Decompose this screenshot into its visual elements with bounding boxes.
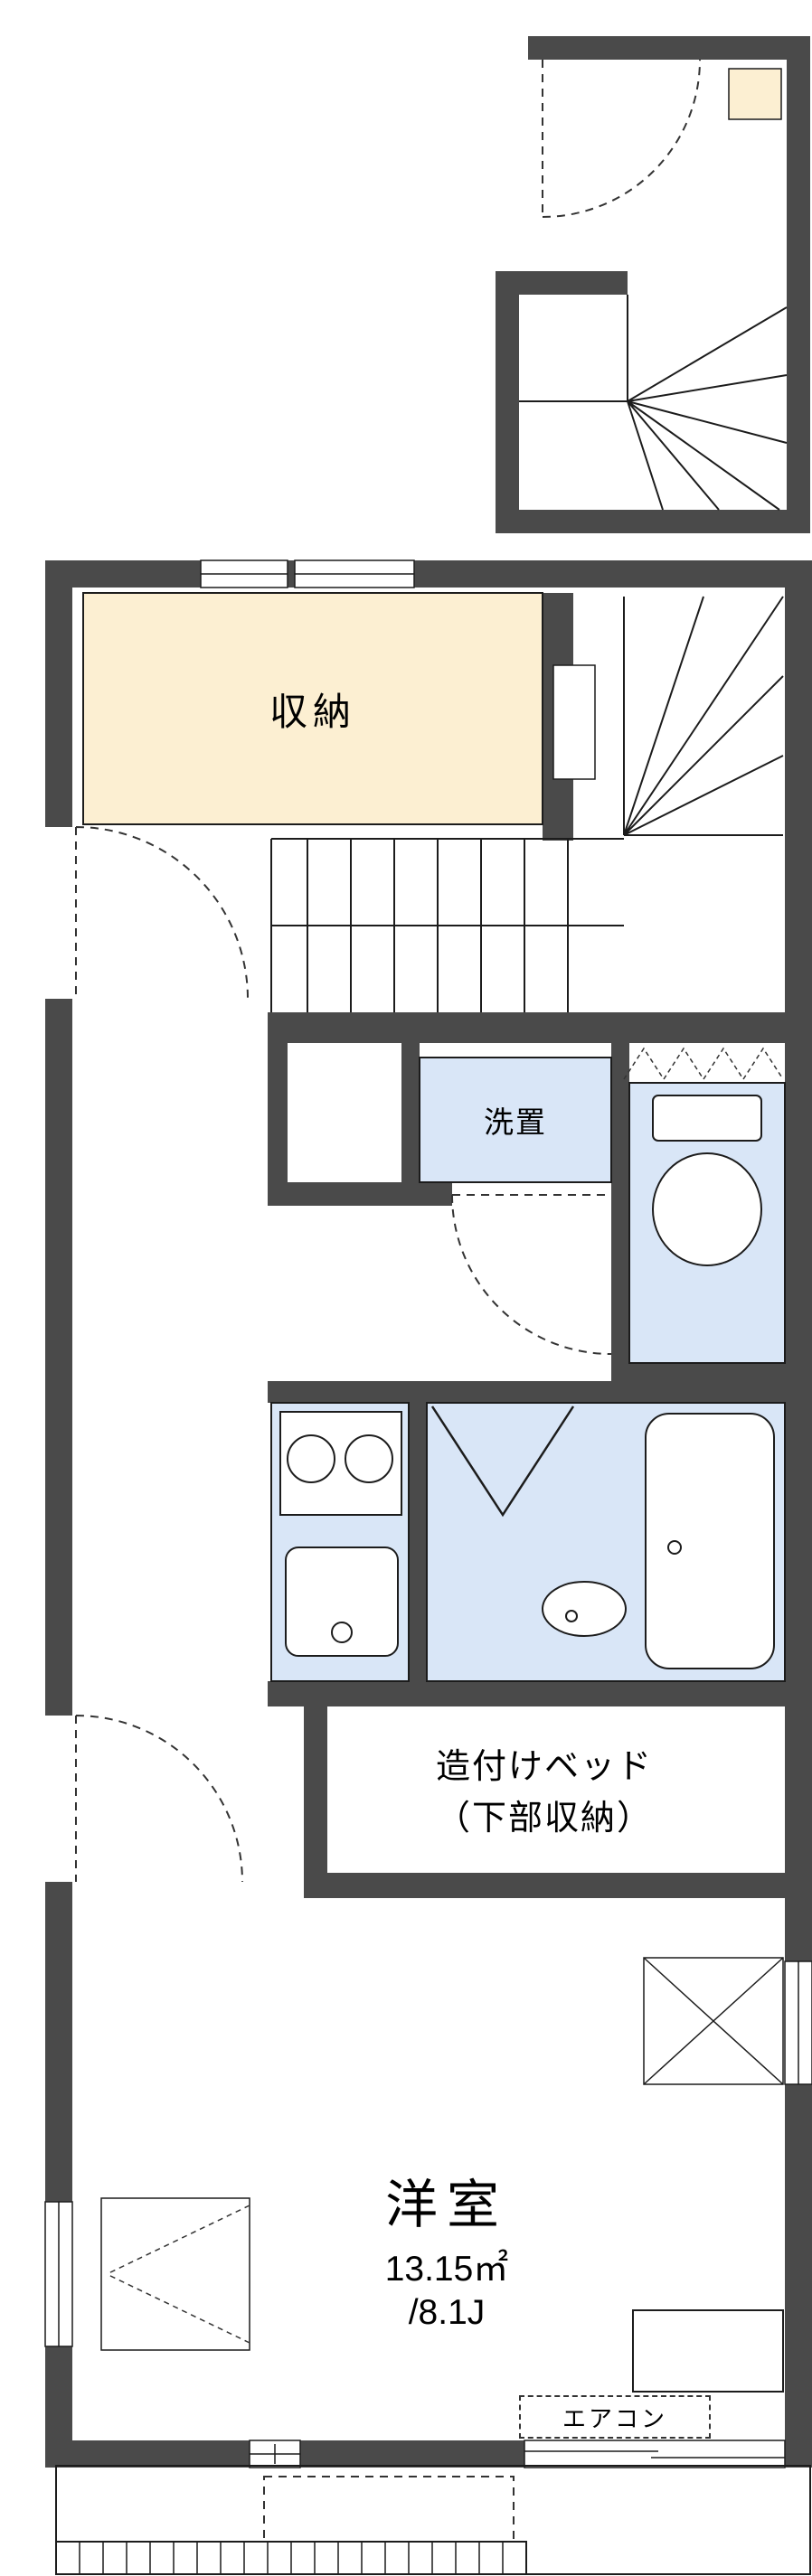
- bath-folding-door: [430, 1406, 575, 1518]
- windows: [44, 559, 812, 2468]
- stair-closet-door: [552, 664, 596, 780]
- bath-washbowl: [542, 1581, 627, 1637]
- dashed-symbols: [75, 59, 784, 2555]
- balcony: [55, 2465, 811, 2575]
- wall-upper-bottom: [496, 510, 810, 533]
- door-arc-laundry: [451, 1194, 612, 1355]
- window-bottom-large: [524, 2440, 786, 2468]
- alcove-upper: [728, 68, 782, 120]
- wall-laundry-toilet: [611, 1043, 629, 1387]
- wall-main-right: [785, 560, 812, 2468]
- burner-left: [287, 1434, 335, 1483]
- window-mullions: [58, 573, 799, 2464]
- toilet-tank: [652, 1095, 762, 1142]
- window-box-left: [100, 2197, 250, 2351]
- room-laundry: [419, 1057, 612, 1183]
- left-window-diagonals: [106, 2205, 250, 2344]
- stairs-and-lines: [270, 295, 788, 2085]
- door-opening-1: [45, 827, 72, 999]
- toilet-folding-door: [623, 1047, 784, 1081]
- wall-upper-inner: [519, 271, 628, 295]
- wall-kitchen-bath: [409, 1403, 427, 1685]
- door-arc-hall: [75, 826, 249, 1000]
- main-stairs-straight: [270, 838, 624, 1012]
- wall-under-stairs: [271, 1012, 785, 1043]
- wall-under-laundry: [268, 1182, 452, 1206]
- wall-toilet-bottom: [611, 1363, 785, 1403]
- door-opening-2: [45, 1716, 72, 1882]
- door-arc-room: [75, 1715, 243, 1883]
- kitchen-sink: [285, 1547, 399, 1657]
- entry-door-arc-upper: [542, 59, 701, 218]
- toilet-bowl: [652, 1152, 762, 1266]
- wall-bed-bottom: [304, 1873, 785, 1898]
- wall-bed-left: [304, 1706, 327, 1873]
- walls: [45, 36, 812, 2468]
- burner-right: [345, 1434, 393, 1483]
- wall-bath-bottom: [268, 1681, 785, 1706]
- washbowl-drain: [565, 1610, 578, 1622]
- wall-upper-left: [496, 271, 519, 533]
- right-window-diagonals: [643, 1957, 784, 2085]
- room-storage: [82, 592, 543, 825]
- balcony-fence-ticks: [79, 2542, 504, 2574]
- bathtub-drain: [667, 1540, 682, 1555]
- bathtub: [645, 1413, 775, 1669]
- equipment-box: [632, 2309, 784, 2393]
- wall-kitchen-top: [268, 1381, 611, 1403]
- wall-corridor: [268, 1012, 288, 1206]
- wall-laundry-left: [401, 1043, 420, 1206]
- sink-drain: [331, 1622, 353, 1643]
- wall-upper-top: [528, 36, 810, 60]
- wall-upper-right: [787, 36, 810, 533]
- wall-main-top: [45, 560, 812, 588]
- main-stairs-winder: [623, 596, 784, 836]
- upper-stairs: [519, 295, 788, 511]
